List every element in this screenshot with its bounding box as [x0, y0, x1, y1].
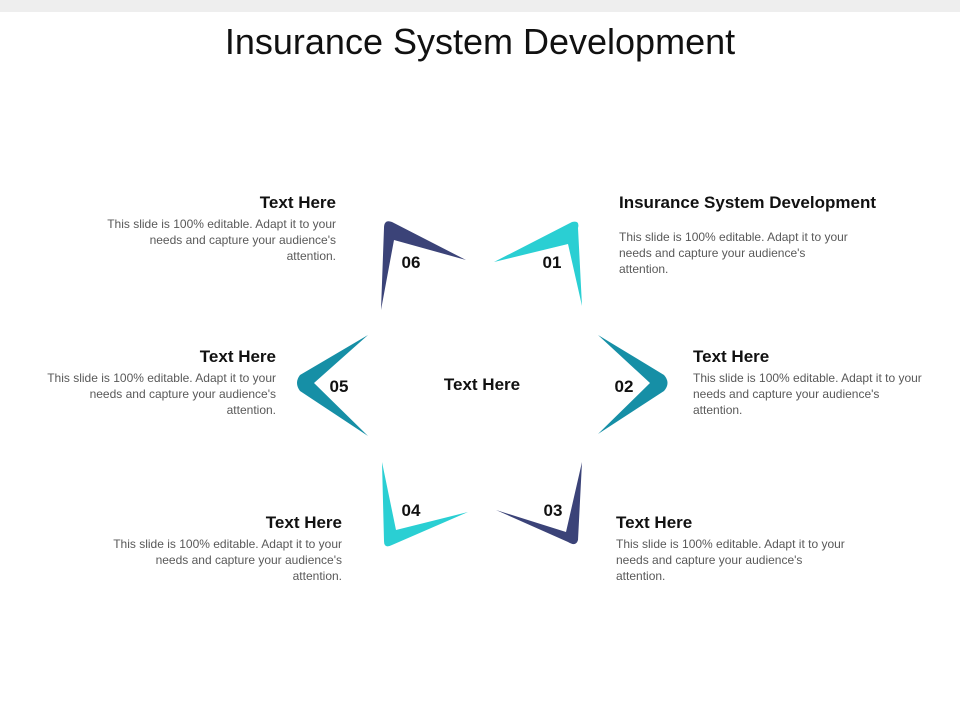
- top-bar: [0, 0, 960, 12]
- slide-title: Insurance System Development: [224, 21, 736, 62]
- center-label: Text Here: [443, 375, 521, 394]
- step-number-01: 01: [542, 253, 562, 272]
- step-block-01: Insurance System Development This slide …: [619, 193, 919, 277]
- step-body-06: This slide is 100% editable. Adapt it to…: [107, 217, 336, 263]
- step-block-06: Text Here This slide is 100% editable. A…: [106, 193, 336, 264]
- step-number-05: 05: [329, 377, 349, 396]
- step-body-05: This slide is 100% editable. Adapt it to…: [47, 371, 276, 417]
- step-heading-06: Text Here: [259, 193, 336, 212]
- step-body-01: This slide is 100% editable. Adapt it to…: [619, 230, 848, 276]
- step-heading-03: Text Here: [616, 513, 693, 532]
- arrow-shape-06: [381, 221, 466, 310]
- arrow-shape-01: [494, 221, 582, 306]
- arrow-shape-03: [496, 462, 582, 545]
- step-number-06: 06: [401, 253, 421, 272]
- step-heading-01: Insurance System Development: [619, 193, 876, 212]
- step-number-04: 04: [401, 501, 421, 520]
- step-number-02: 02: [614, 377, 634, 396]
- step-heading-05: Text Here: [199, 347, 276, 366]
- arrow-shape-05: [297, 335, 368, 436]
- step-block-03: Text Here This slide is 100% editable. A…: [616, 513, 846, 584]
- step-body-04: This slide is 100% editable. Adapt it to…: [113, 537, 342, 583]
- arrow-shape-02: [598, 335, 668, 434]
- step-heading-02: Text Here: [693, 347, 770, 366]
- step-number-03: 03: [543, 501, 563, 520]
- step-block-02: Text Here This slide is 100% editable. A…: [693, 347, 923, 418]
- step-body-03: This slide is 100% editable. Adapt it to…: [616, 537, 845, 583]
- step-body-02: This slide is 100% editable. Adapt it to…: [693, 371, 922, 417]
- step-block-05: Text Here This slide is 100% editable. A…: [46, 347, 276, 418]
- arrow-shape-04: [382, 462, 468, 547]
- step-heading-04: Text Here: [265, 513, 342, 532]
- step-block-04: Text Here This slide is 100% editable. A…: [112, 513, 342, 584]
